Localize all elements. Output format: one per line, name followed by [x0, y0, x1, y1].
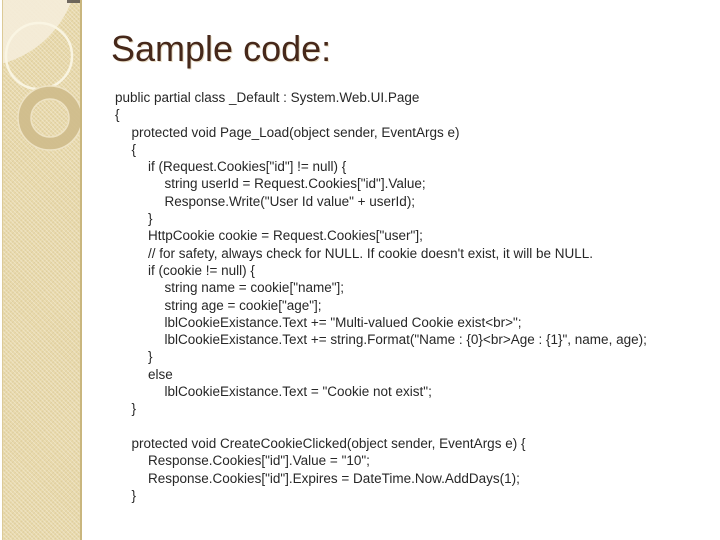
code-line: { [115, 107, 120, 123]
ring-inner-edge [30, 98, 70, 138]
code-line [115, 418, 714, 435]
top-notch-decoration [67, 0, 80, 3]
code-line: if (cookie != null) { [148, 262, 255, 278]
code-line: { [131, 141, 137, 157]
code-line: if (Request.Cookies["id"] != null) { [148, 159, 347, 175]
light-corner-circle [3, 0, 72, 64]
code-block: public partial class _Default : System.W… [115, 89, 714, 504]
code-line: public partial class _Default : System.W… [115, 90, 420, 105]
sidebar-decoration [2, 0, 82, 540]
code-line: else [148, 366, 173, 382]
code-line: } [148, 349, 153, 365]
sidebar-circles-graphic [3, 0, 80, 151]
code-line: } [148, 211, 153, 227]
code-line: Response.Write("User Id value" + userId)… [164, 193, 416, 209]
code-line: HttpCookie cookie = Request.Cookies["use… [148, 228, 423, 244]
code-line: protected void CreateCookieClicked(objec… [131, 435, 526, 451]
slide-title: Sample code: [111, 28, 332, 69]
code-line: lblCookieExistance.Text += string.Format… [164, 332, 647, 348]
code-line: string age = cookie["age"]; [164, 297, 322, 313]
ring-outer-edge [17, 85, 80, 151]
code-line: } [131, 487, 137, 503]
code-line: protected void Page_Load(object sender, … [131, 124, 460, 140]
code-line: lblCookieExistance.Text = "Cookie not ex… [164, 384, 432, 400]
ring-circle [18, 86, 80, 150]
code-line: Response.Cookies["id"].Value = "10"; [148, 453, 370, 469]
code-line: } [131, 401, 137, 417]
code-line: string name = cookie["name"]; [164, 280, 345, 296]
code-line: Response.Cookies["id"].Expires = DateTim… [148, 470, 520, 486]
code-line: string userId = Request.Cookies["id"].Va… [164, 176, 426, 192]
code-line: lblCookieExistance.Text += "Multi-valued… [164, 314, 522, 330]
code-line: // for safety, always check for NULL. If… [148, 245, 594, 261]
